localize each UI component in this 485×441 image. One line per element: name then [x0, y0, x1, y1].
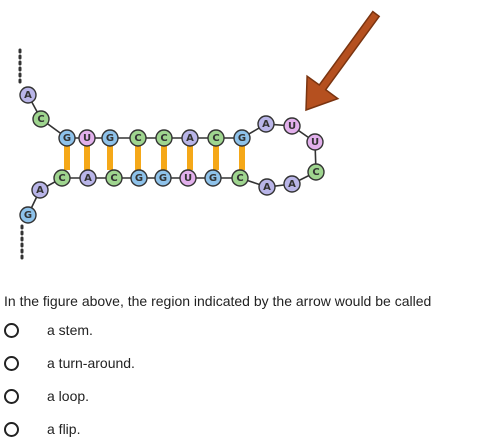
rna-hairpin-diagram: A C G U G C C A C G A U U C A A C A C G G U G C A G — [18, 10, 381, 260]
svg-text:G: G — [24, 210, 32, 221]
nucleotide-u: U — [78, 129, 96, 147]
svg-text:C: C — [312, 167, 319, 178]
base-pair-bond — [187, 146, 193, 170]
svg-text:A: A — [186, 133, 194, 144]
svg-text:G: G — [135, 173, 143, 184]
nucleotide-a: A — [283, 175, 301, 193]
base-pair-bond — [64, 146, 70, 170]
backbone-line — [27, 94, 317, 216]
option-loop[interactable]: a loop. — [4, 385, 89, 407]
svg-text:A: A — [84, 173, 92, 184]
option-turn-around[interactable]: a turn-around. — [4, 352, 135, 374]
nucleotide-u: U — [306, 133, 324, 151]
svg-text:G: G — [159, 173, 167, 184]
nucleotide-g: G — [204, 169, 222, 187]
base-pair-bond — [135, 146, 141, 170]
nucleotide-u: U — [283, 117, 301, 135]
nucleotide-g: G — [58, 129, 76, 147]
nucleotide-c: C — [105, 169, 123, 187]
base-pair-bond — [213, 146, 219, 170]
arrow-icon — [305, 10, 381, 112]
nucleotide-c: C — [207, 129, 225, 147]
nucleotide-c: C — [307, 163, 325, 181]
svg-text:C: C — [212, 133, 219, 144]
svg-text:C: C — [58, 173, 65, 184]
nucleotide-g: G — [101, 129, 119, 147]
svg-text:G: G — [238, 133, 246, 144]
svg-text:G: G — [63, 133, 71, 144]
nucleotide-a: A — [258, 178, 276, 196]
nucleotides: A C G U G C C A C G A U U C A A C A C G G U G C A G — [19, 86, 325, 224]
base-pair-bond — [239, 146, 245, 170]
svg-text:A: A — [262, 119, 270, 130]
nucleotide-u: U — [179, 169, 197, 187]
nucleotide-c: C — [231, 169, 249, 187]
option-label: a stem. — [47, 322, 93, 338]
nucleotide-a: A — [181, 129, 199, 147]
nucleotide-c: C — [32, 110, 50, 128]
nucleotide-g: G — [130, 169, 148, 187]
nucleotide-a: A — [257, 115, 275, 133]
radio-button[interactable] — [4, 388, 19, 404]
option-label: a turn-around. — [47, 355, 135, 371]
nucleotide-g: G — [233, 129, 251, 147]
svg-text:G: G — [106, 133, 114, 144]
nucleotide-a: A — [19, 86, 37, 104]
radio-button[interactable] — [4, 322, 19, 338]
svg-text:A: A — [288, 179, 296, 190]
svg-text:A: A — [36, 185, 44, 196]
nucleotide-c: C — [129, 129, 147, 147]
svg-text:U: U — [184, 173, 192, 184]
svg-text:U: U — [83, 133, 91, 144]
question-text: In the figure above, the region indicate… — [4, 293, 432, 309]
svg-text:U: U — [311, 137, 319, 148]
svg-text:C: C — [236, 173, 243, 184]
svg-text:C: C — [160, 133, 167, 144]
option-label: a loop. — [47, 388, 90, 404]
base-pair-bond — [84, 146, 90, 170]
nucleotide-c: C — [155, 129, 173, 147]
svg-text:C: C — [37, 114, 44, 125]
nucleotide-c: C — [53, 169, 71, 187]
radio-button[interactable] — [4, 421, 19, 437]
svg-text:A: A — [24, 90, 32, 101]
svg-text:U: U — [288, 121, 296, 132]
option-flip[interactable]: a flip. — [4, 418, 80, 440]
base-pair-bonds — [64, 146, 245, 170]
base-pair-bond — [161, 146, 167, 170]
svg-text:A: A — [263, 182, 271, 193]
nucleotide-g: G — [19, 206, 37, 224]
svg-text:G: G — [209, 173, 217, 184]
option-label: a flip. — [47, 421, 81, 437]
nucleotide-a: A — [31, 181, 49, 199]
svg-text:C: C — [134, 133, 141, 144]
nucleotide-a: A — [79, 169, 97, 187]
nucleotide-g: G — [154, 169, 172, 187]
svg-text:C: C — [110, 173, 117, 184]
pointer-arrow — [305, 10, 381, 112]
radio-button[interactable] — [4, 355, 19, 371]
option-stem[interactable]: a stem. — [4, 319, 93, 341]
base-pair-bond — [107, 146, 113, 170]
